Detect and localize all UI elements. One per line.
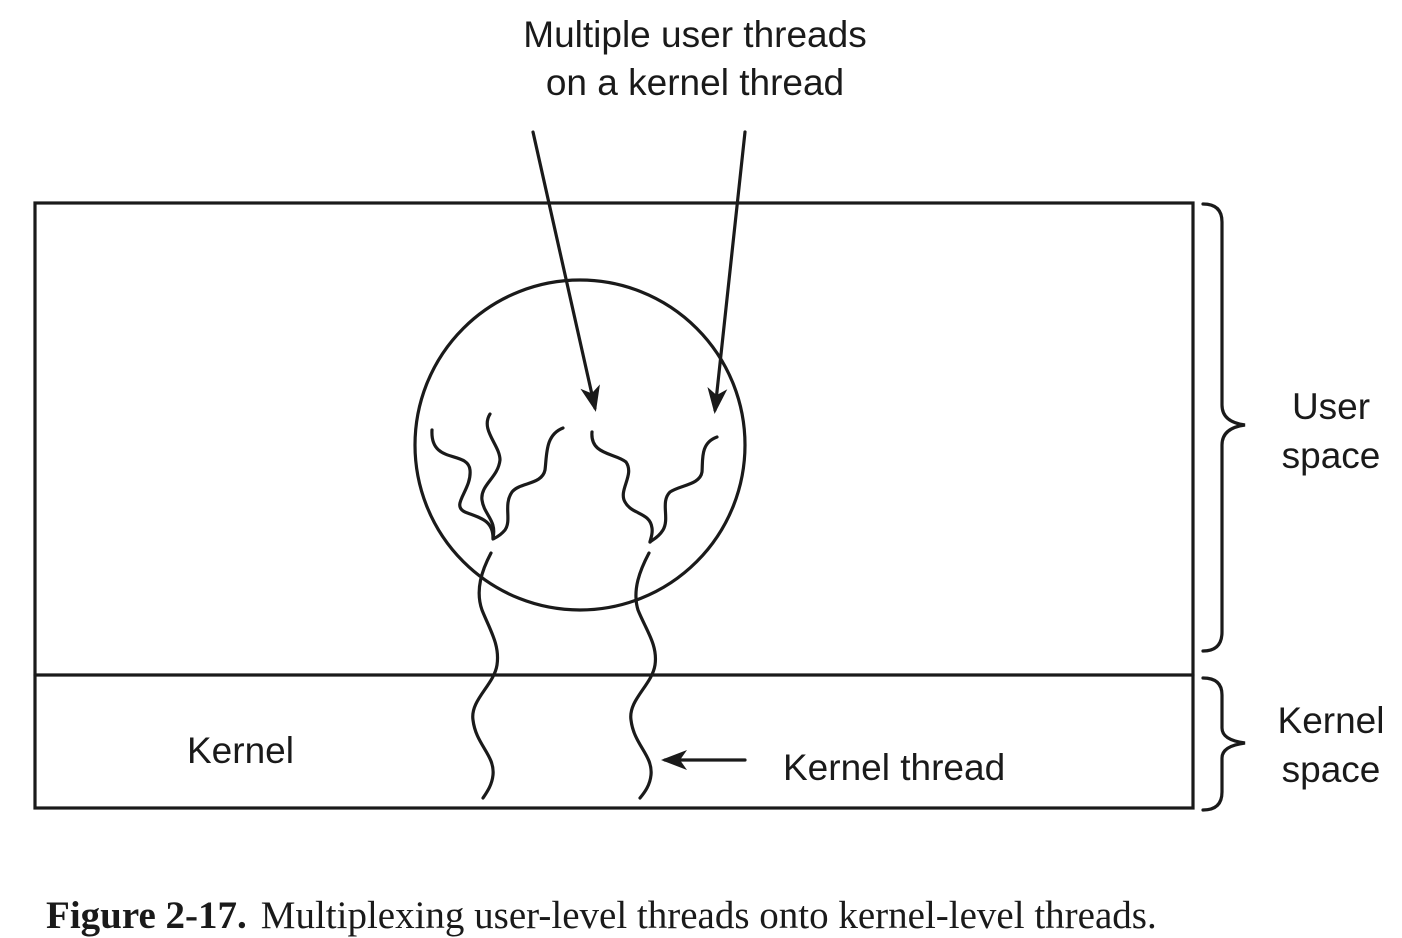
user-thread-5 xyxy=(648,435,719,544)
process-circle xyxy=(413,278,747,612)
top-label-line1: Multiple user threads xyxy=(523,14,866,55)
arrow-to-user-thread-right xyxy=(707,130,747,414)
user-space-label-line1: User xyxy=(1292,386,1370,427)
kernel-thread-2 xyxy=(629,551,658,800)
kernel-space-label-line2: space xyxy=(1282,749,1381,790)
process-box xyxy=(33,201,1195,810)
figure-number: Figure 2-17. xyxy=(46,894,247,937)
user-space-brace xyxy=(1201,202,1246,653)
user-thread-1 xyxy=(430,428,495,540)
figure-caption-text: Multiplexing user-level threads onto ker… xyxy=(261,894,1157,937)
top-label-line2: on a kernel thread xyxy=(546,62,844,103)
user-thread-2 xyxy=(480,412,502,540)
arrow-to-user-thread-left xyxy=(531,130,600,412)
user-space-label-line2: space xyxy=(1282,435,1381,476)
kernel-space-label-line1: Kernel xyxy=(1278,700,1385,741)
kernel-thread-label: Kernel thread xyxy=(783,747,1005,788)
figure-caption: Figure 2-17. Multiplexing user-level thre… xyxy=(46,894,1157,937)
kernel-label: Kernel xyxy=(187,730,294,771)
kernel-space-brace xyxy=(1201,676,1246,812)
user-thread-4 xyxy=(590,430,654,544)
kernel-thread-1 xyxy=(471,551,500,800)
user-thread-3 xyxy=(491,426,565,541)
